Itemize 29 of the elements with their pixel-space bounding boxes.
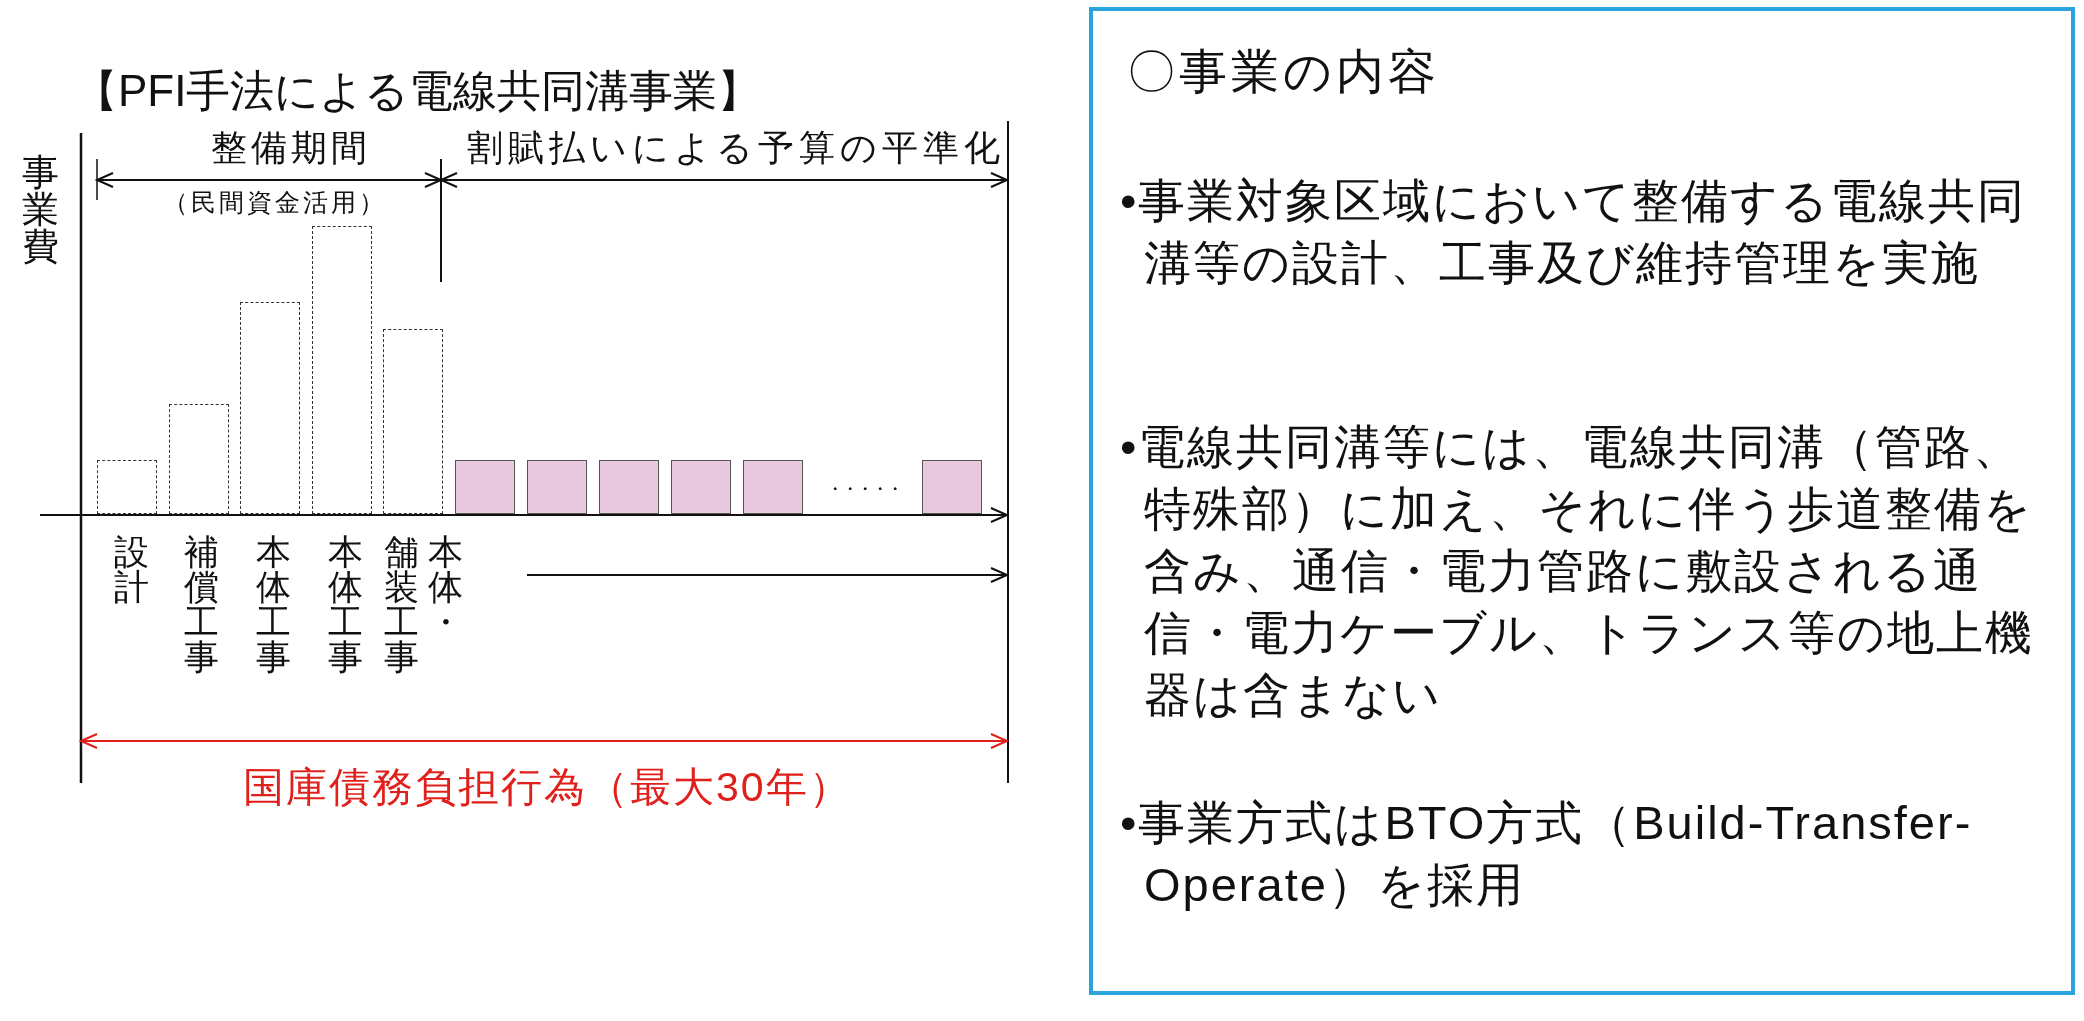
bullet-text: •電線共同溝等には、電線共同溝（管路、特殊部）に加え、それに伴う歩道整備を含み、通信・電力管路に敷設される通信・電力ケーブル、トランス等の地上機器は含まない <box>1120 419 2035 723</box>
info-box <box>1089 7 2075 995</box>
category-label: 本体・ <box>428 534 464 639</box>
category-label: 本体工事 <box>256 534 292 674</box>
section-heading: 〇事業の内容 <box>1127 44 1440 100</box>
category-label: 設計 <box>114 534 150 604</box>
payment-bar <box>527 460 587 514</box>
category-label: 補償工事 <box>184 534 220 674</box>
cost-bar <box>383 329 443 514</box>
cost-bar <box>97 460 157 514</box>
payment-bar <box>743 460 803 514</box>
category-label: 舗装工事 <box>384 534 420 674</box>
ellipsis: ・・・・・ <box>826 479 901 500</box>
cost-bar <box>312 226 372 514</box>
cost-bar <box>169 404 229 514</box>
period-label: 割賦払いによる予算の平準化 <box>467 127 1005 169</box>
category-label: 本体工事 <box>328 534 364 674</box>
cost-bar <box>240 302 300 514</box>
period-note: （民間資金活用） <box>163 188 387 217</box>
payment-bar <box>455 460 515 514</box>
bullet-text: •事業方式はBTO方式（Build-Transfer-Operate）を採用 <box>1120 795 1974 913</box>
chart-title: 【PFI手法による電線共同溝事業】 <box>74 66 762 117</box>
period-label: 整備期間 <box>211 127 371 169</box>
span-label: 国庫債務負担行為（最大30年） <box>243 764 852 812</box>
payment-bar <box>922 460 982 514</box>
payment-bar <box>671 460 731 514</box>
bullet-text: •事業対象区域において整備する電線共同溝等の設計、工事及び維持管理を実施 <box>1120 173 2028 291</box>
payment-bar <box>599 460 659 514</box>
axis-label: 事業費 <box>22 154 60 265</box>
